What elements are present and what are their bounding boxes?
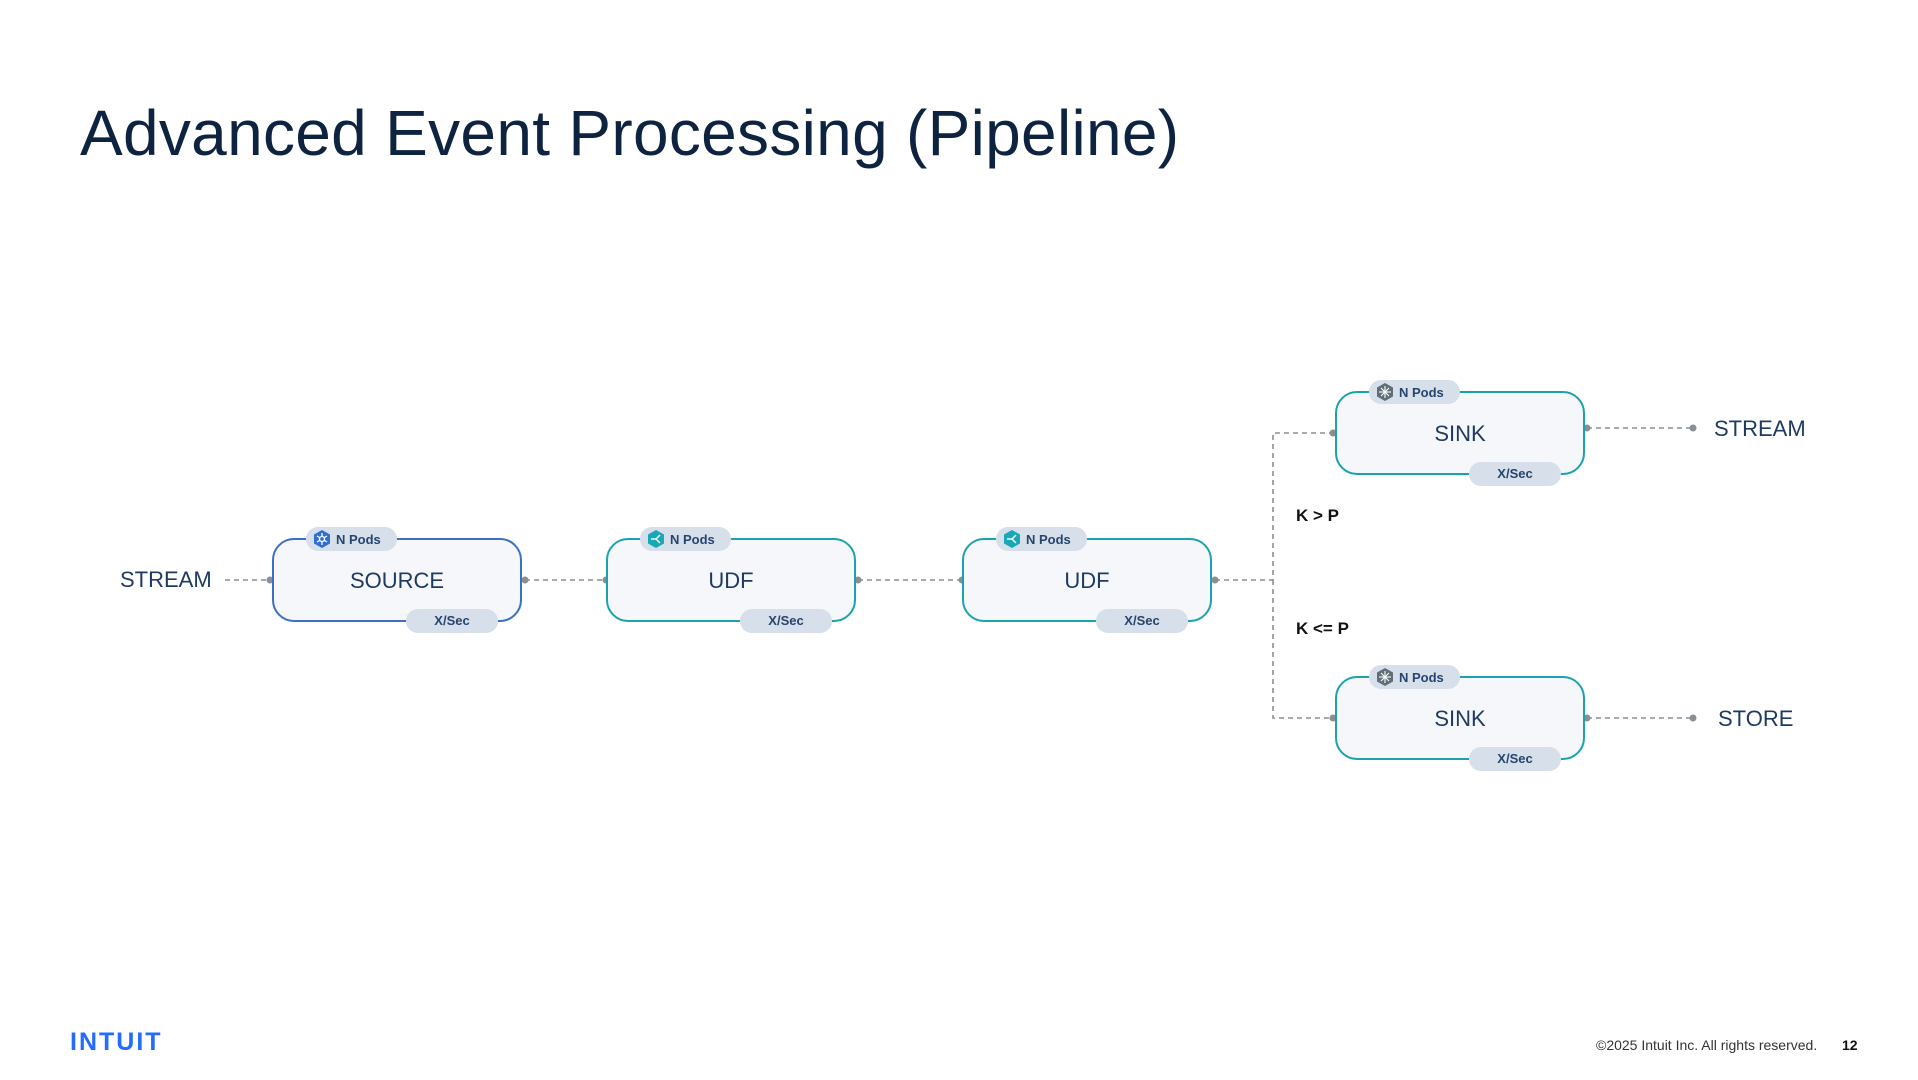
port-dot — [1689, 714, 1697, 722]
sink-node-2[interactable]: N Pods SINK X/Sec — [1335, 665, 1585, 771]
port-dot — [266, 576, 274, 584]
pods-badge: N Pods — [1369, 380, 1460, 404]
output-stream-label: STREAM — [1714, 416, 1806, 441]
source-node[interactable]: N Pods SOURCE X/Sec — [272, 527, 522, 633]
copyright-text: ©2025 Intuit Inc. All rights reserved. — [1596, 1037, 1818, 1053]
function-icon — [1004, 530, 1020, 548]
pods-label: N Pods — [670, 531, 715, 547]
port-dot — [521, 576, 529, 584]
udf-node-2[interactable]: N Pods UDF X/Sec — [962, 527, 1212, 633]
node-label: SINK — [1434, 421, 1486, 446]
page-number: 12 — [1842, 1037, 1858, 1053]
scale-icon — [314, 530, 330, 548]
pods-badge: N Pods — [996, 527, 1087, 551]
intuit-logo: INTUIT — [70, 1028, 163, 1056]
port-dot — [1329, 714, 1337, 722]
input-stream-label: STREAM — [120, 567, 212, 592]
function-icon — [648, 530, 664, 548]
condition-lower: K <= P — [1296, 619, 1349, 638]
pods-label: N Pods — [1399, 384, 1444, 400]
node-label: UDF — [708, 568, 754, 593]
port-dot — [1583, 424, 1591, 432]
pods-badge: N Pods — [1369, 665, 1460, 689]
pods-badge: N Pods — [640, 527, 731, 551]
pods-label: N Pods — [1026, 531, 1071, 547]
port-dot — [1583, 714, 1591, 722]
edge-udf2-branch — [1215, 432, 1333, 719]
pods-badge: N Pods — [306, 527, 397, 551]
sink-icon — [1377, 383, 1393, 401]
udf-node-1[interactable]: N Pods UDF X/Sec — [606, 527, 856, 633]
rate-badge: X/Sec — [1469, 462, 1561, 486]
port-dot — [1329, 429, 1337, 437]
condition-upper: K > P — [1296, 506, 1339, 525]
sink-node-1[interactable]: N Pods SINK X/Sec — [1335, 380, 1585, 486]
port-dot — [1211, 576, 1219, 584]
node-label: SOURCE — [349, 568, 445, 593]
node-label: SINK — [1434, 706, 1486, 731]
pods-label: N Pods — [336, 531, 381, 547]
rate-badge: X/Sec — [740, 609, 832, 633]
page-title: Advanced Event Processing (Pipeline) — [80, 97, 1180, 169]
sink-icon — [1377, 668, 1393, 686]
port-dot — [854, 576, 862, 584]
port-dot — [1689, 424, 1697, 432]
rate-badge: X/Sec — [1469, 747, 1561, 771]
output-store-label: STORE — [1718, 706, 1794, 731]
rate-badge: X/Sec — [406, 609, 498, 633]
pods-label: N Pods — [1399, 669, 1444, 685]
node-label: UDF — [1064, 568, 1110, 593]
rate-badge: X/Sec — [1096, 609, 1188, 633]
